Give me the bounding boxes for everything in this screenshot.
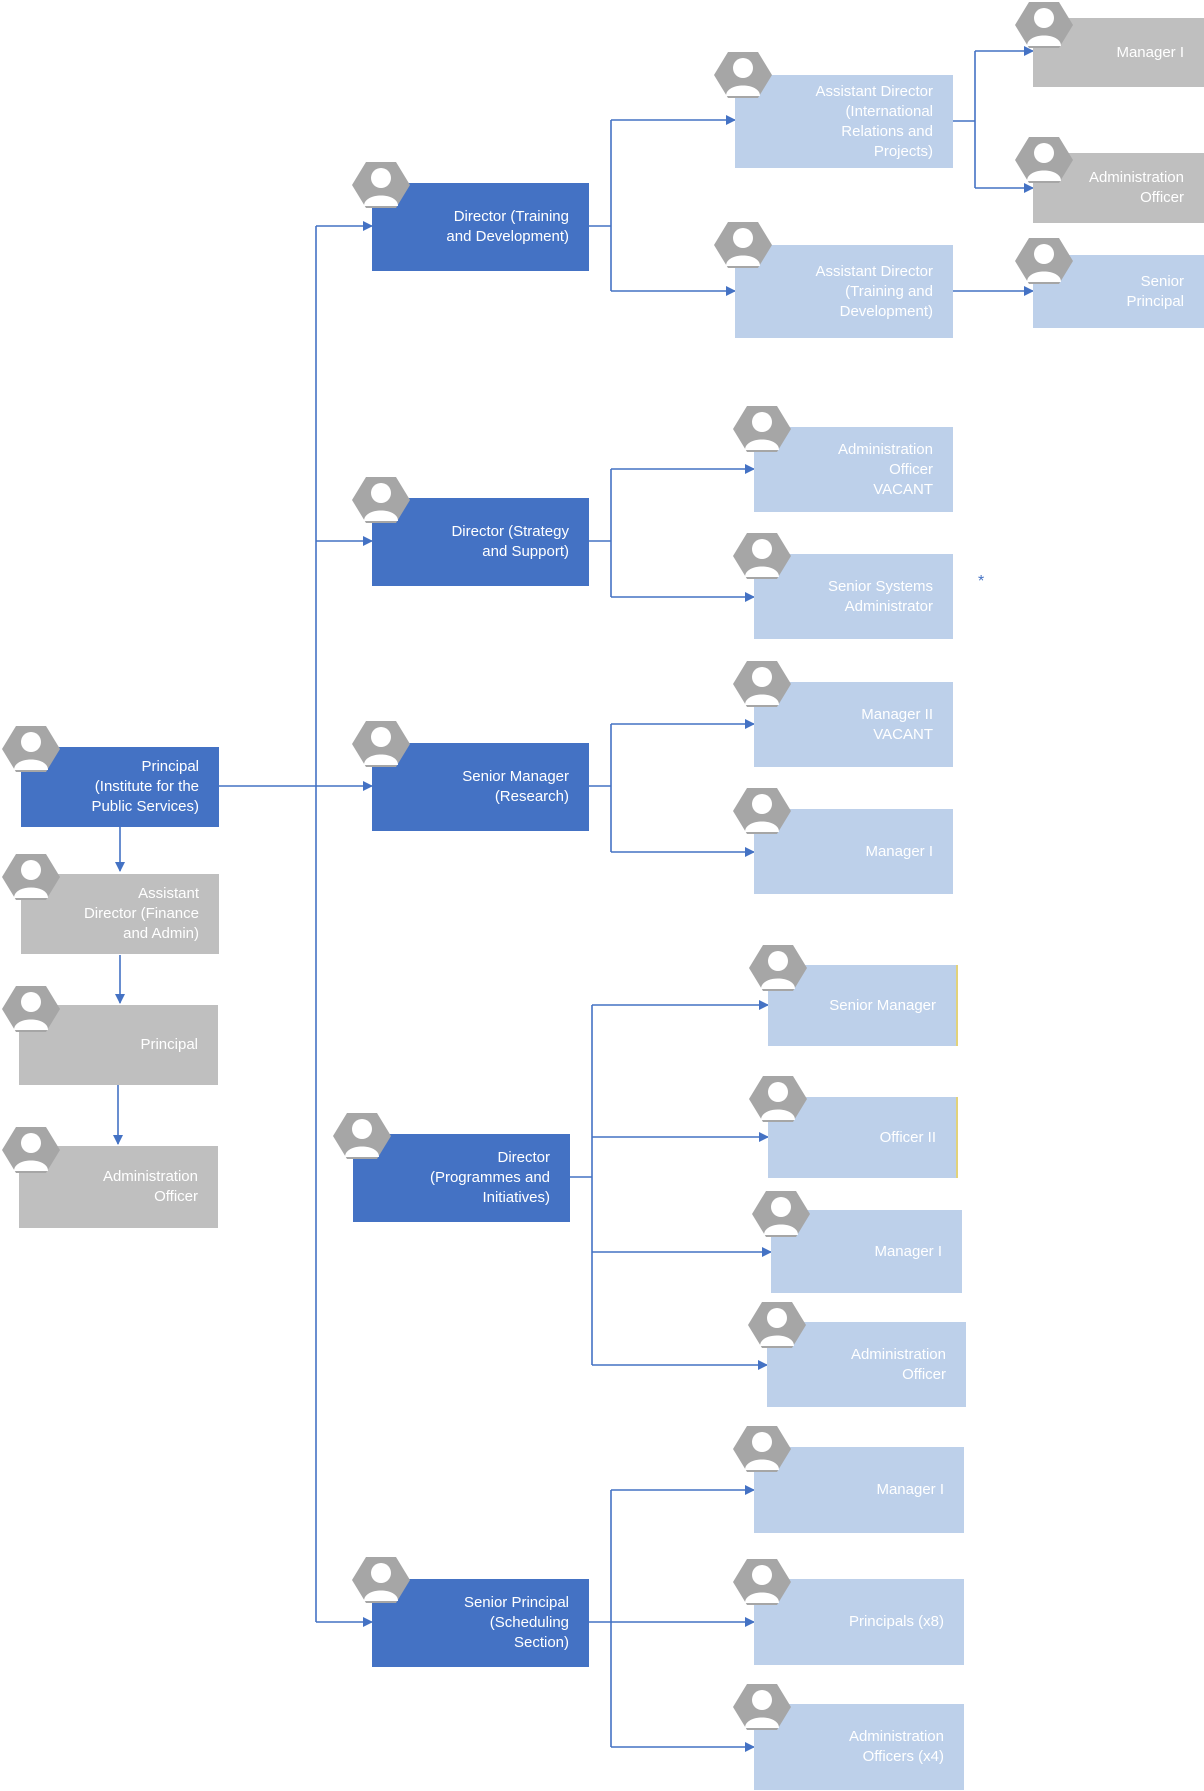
person-icon: [733, 1424, 791, 1474]
box-label: Manager I: [1116, 43, 1184, 61]
person-icon: [733, 786, 791, 836]
box-label: Administration Officer: [850, 1345, 946, 1383]
person-icon: [733, 659, 791, 709]
senior-systems-admin-box[interactable]: Senior Systems Administrator: [754, 554, 953, 639]
person-icon: [733, 1557, 791, 1607]
box-label: Director (Strategy and Support): [451, 523, 569, 560]
assistant-director-finance-box[interactable]: Assistant Director (Finance and Admin): [21, 874, 219, 954]
box-label: Assistant Director (International Relati…: [815, 82, 933, 160]
person-icon: [752, 1189, 810, 1239]
box-label: Senior Manager (Research): [462, 768, 569, 805]
person-icon: [352, 719, 410, 769]
person-icon: [352, 1555, 410, 1605]
person-icon: [352, 475, 410, 525]
person-icon: [733, 404, 791, 454]
senior-manager-research-box[interactable]: Senior Manager (Research): [372, 743, 589, 831]
box-label: Assistant Director (Training and Develop…: [815, 262, 933, 320]
box-label: Assistant Director (Finance and Admin): [83, 885, 199, 942]
admin-officer-prog-box[interactable]: Administration Officer: [767, 1322, 966, 1407]
box-label: Manager I: [874, 1242, 942, 1260]
person-icon: [1015, 236, 1073, 286]
manager2-vacant-box[interactable]: Manager II VACANT: [754, 682, 953, 767]
person-icon: [714, 220, 772, 270]
principals-x8-box[interactable]: Principals (x8): [754, 1579, 964, 1665]
box-label: Senior Systems Administrator: [827, 577, 933, 615]
person-icon: [749, 943, 807, 993]
box-label: Officer II: [879, 1128, 936, 1146]
admin-officer-vacant-box[interactable]: Administration Officer VACANT: [754, 427, 953, 512]
manager1-sched-box[interactable]: Manager I: [754, 1447, 964, 1533]
box-label: Administration Officer: [1088, 169, 1184, 206]
box-label: Administration Officer VACANT: [837, 440, 933, 498]
box-label: Director (Programmes and Initiatives): [429, 1149, 550, 1206]
person-icon: [714, 50, 772, 100]
person-icon: [2, 1125, 60, 1175]
person-icon: [749, 1074, 807, 1124]
box-label: Principal (Institute for the Public Serv…: [91, 758, 199, 815]
director-training-box[interactable]: Director (Training and Development): [372, 183, 589, 271]
person-icon: [1015, 135, 1073, 185]
person-icon: [333, 1111, 391, 1161]
box-label: Senior Manager: [829, 996, 936, 1014]
box-label: Director (Training and Development): [446, 208, 569, 245]
admin-officers-x4-box[interactable]: Administration Officers (x4): [754, 1704, 964, 1790]
asterisk-annotation: *: [978, 573, 985, 590]
person-icon: [2, 984, 60, 1034]
box-label: Principal: [140, 1036, 198, 1053]
person-icon: [733, 531, 791, 581]
box-label: Senior Principal (Scheduling Section): [463, 1594, 569, 1651]
director-strategy-box[interactable]: Director (Strategy and Support): [372, 498, 589, 586]
director-programmes-box[interactable]: Director (Programmes and Initiatives): [353, 1134, 570, 1222]
ad-international-box[interactable]: Assistant Director (International Relati…: [735, 75, 953, 168]
senior-principal-scheduling-box[interactable]: Senior Principal (Scheduling Section): [372, 1579, 589, 1667]
box-label: Administration Officer: [102, 1168, 198, 1205]
principal-box[interactable]: Principal (Institute for the Public Serv…: [21, 747, 219, 827]
box-label: Manager I: [865, 842, 933, 860]
person-icon: [2, 724, 60, 774]
person-icon: [352, 160, 410, 210]
person-icon: [2, 852, 60, 902]
box-label: Administration Officers (x4): [848, 1728, 944, 1765]
person-icon: [1015, 0, 1073, 50]
manager1-research-box[interactable]: Manager I: [754, 809, 953, 894]
ad-training-box[interactable]: Assistant Director (Training and Develop…: [735, 245, 953, 338]
box-label: Senior Principal: [1126, 272, 1184, 310]
box-label: Manager II VACANT: [861, 705, 933, 743]
person-icon: [733, 1682, 791, 1732]
person-icon: [748, 1300, 806, 1350]
box-label: Principals (x8): [848, 1613, 944, 1630]
box-label: Manager I: [876, 1481, 944, 1498]
